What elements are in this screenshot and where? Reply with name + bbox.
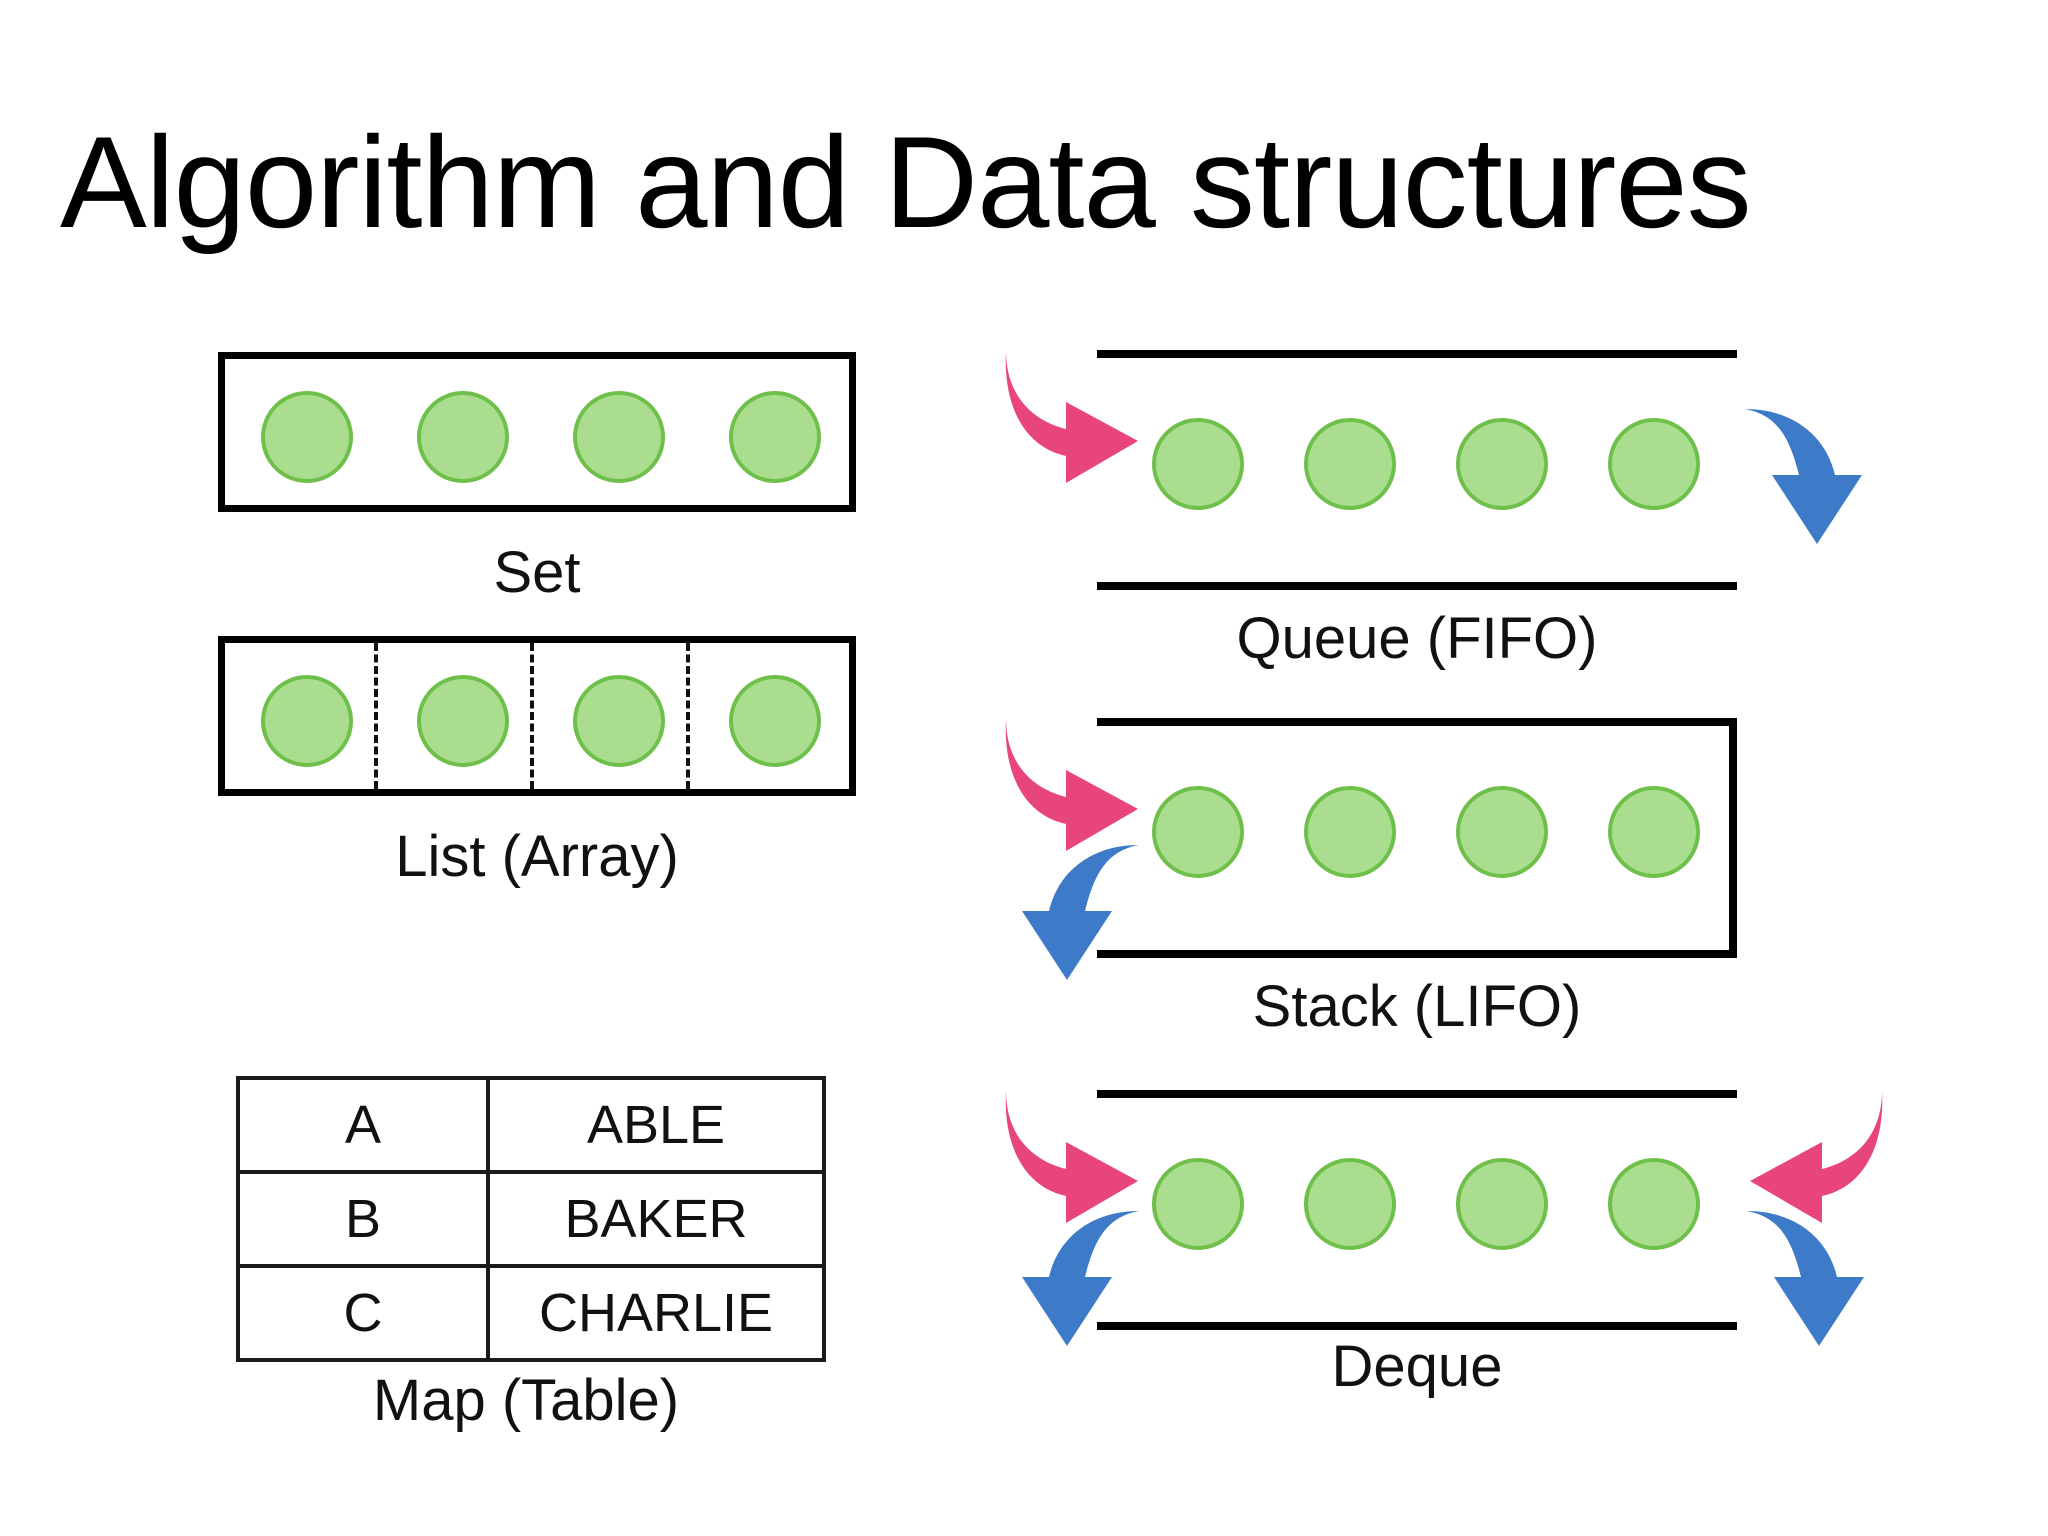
queue-element bbox=[1304, 418, 1396, 510]
set-container bbox=[218, 352, 856, 512]
map-value-cell: ABLE bbox=[486, 1076, 826, 1174]
list-element bbox=[573, 675, 665, 767]
structure-list: List (Array) bbox=[218, 636, 858, 906]
list-element bbox=[417, 675, 509, 767]
set-element bbox=[573, 391, 665, 483]
set-element bbox=[417, 391, 509, 483]
stack-top-rail bbox=[1097, 718, 1737, 726]
map-value-cell: CHARLIE bbox=[486, 1264, 826, 1362]
push-back-arrow bbox=[1738, 1082, 1888, 1232]
dequeue-arrow bbox=[1742, 400, 1892, 550]
table-row: C CHARLIE bbox=[236, 1264, 826, 1362]
set-element bbox=[729, 391, 821, 483]
map-key-cell: B bbox=[236, 1170, 490, 1268]
map-value-cell: BAKER bbox=[486, 1170, 826, 1268]
set-caption: Set bbox=[493, 540, 581, 605]
deque-bottom-rail bbox=[1097, 1322, 1737, 1330]
structure-set: Set bbox=[218, 352, 858, 622]
stack-bottom-rail bbox=[1097, 950, 1737, 958]
list-caption: List (Array) bbox=[395, 824, 679, 889]
pop-back-arrow bbox=[1744, 1202, 1894, 1352]
set-element bbox=[261, 391, 353, 483]
stack-element bbox=[1152, 786, 1244, 878]
structure-stack: Stack (LIFO) bbox=[1000, 708, 1900, 1038]
list-cell-divider bbox=[530, 643, 534, 789]
stack-element bbox=[1608, 786, 1700, 878]
stack-closed-end bbox=[1729, 718, 1737, 958]
stack-element bbox=[1304, 786, 1396, 878]
queue-element bbox=[1456, 418, 1548, 510]
map-key-cell: C bbox=[236, 1264, 490, 1362]
enqueue-arrow bbox=[1000, 342, 1150, 492]
queue-caption: Queue (FIFO) bbox=[1236, 606, 1598, 671]
map-table: A ABLE B BAKER C CHARLIE bbox=[236, 1076, 826, 1362]
deque-element bbox=[1304, 1158, 1396, 1250]
deque-element bbox=[1152, 1158, 1244, 1250]
table-row: B BAKER bbox=[236, 1170, 826, 1268]
map-key-cell: A bbox=[236, 1076, 490, 1174]
stack-caption: Stack (LIFO) bbox=[1252, 974, 1582, 1039]
structure-map: A ABLE B BAKER C CHARLIE Map (Table) bbox=[236, 1076, 826, 1432]
list-cell-divider bbox=[374, 643, 378, 789]
list-element bbox=[729, 675, 821, 767]
push-front-arrow bbox=[1000, 1082, 1150, 1232]
table-row: A ABLE bbox=[236, 1076, 826, 1174]
structure-deque: Deque bbox=[1000, 1080, 1900, 1398]
push-arrow bbox=[1000, 710, 1150, 860]
stack-element bbox=[1456, 786, 1548, 878]
deque-element bbox=[1608, 1158, 1700, 1250]
list-element bbox=[261, 675, 353, 767]
queue-top-rail bbox=[1097, 350, 1737, 358]
list-cell-divider bbox=[686, 643, 690, 789]
list-container bbox=[218, 636, 856, 796]
map-caption: Map (Table) bbox=[372, 1368, 680, 1433]
deque-caption: Deque bbox=[1331, 1334, 1503, 1399]
queue-element bbox=[1152, 418, 1244, 510]
queue-bottom-rail bbox=[1097, 582, 1737, 590]
structure-queue: Queue (FIFO) bbox=[1000, 340, 1900, 670]
deque-element bbox=[1456, 1158, 1548, 1250]
page-title: Algorithm and Data structures bbox=[60, 109, 1752, 255]
pop-arrow bbox=[992, 836, 1142, 986]
deque-top-rail bbox=[1097, 1090, 1737, 1098]
queue-element bbox=[1608, 418, 1700, 510]
